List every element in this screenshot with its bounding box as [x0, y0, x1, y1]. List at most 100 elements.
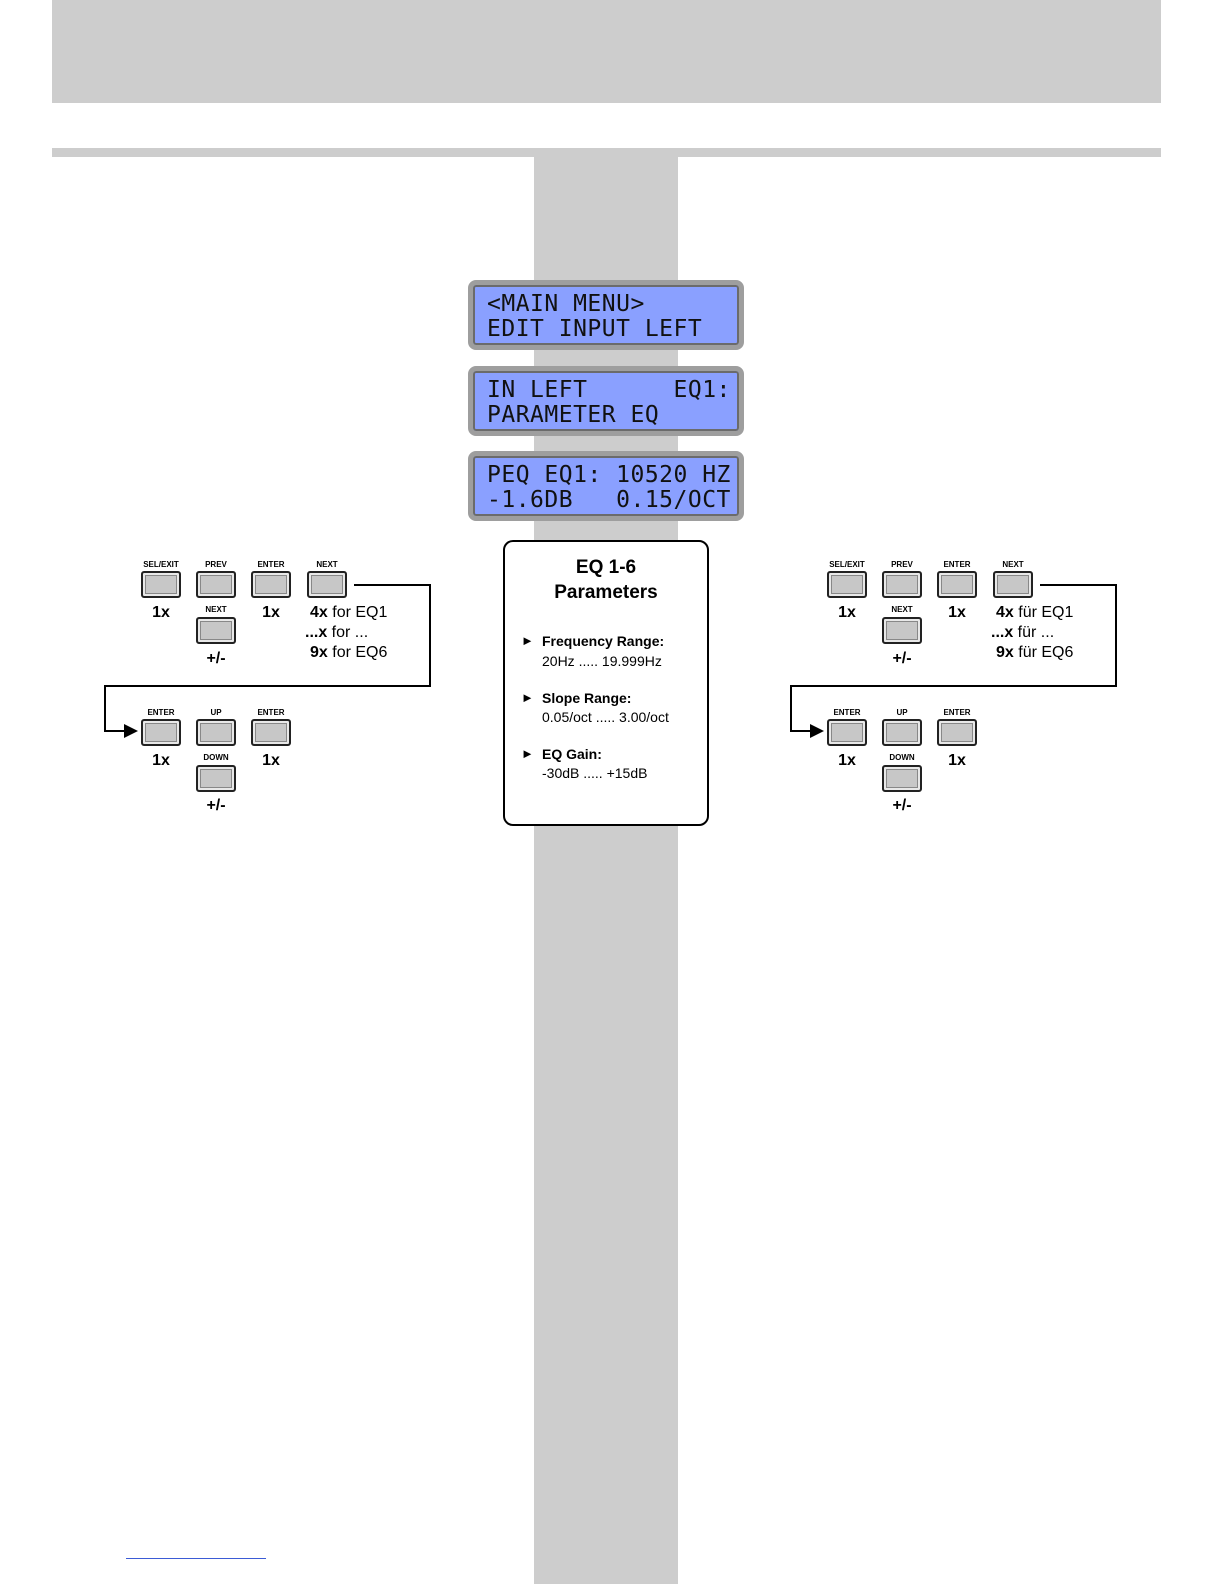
- down-label: DOWN: [889, 753, 915, 762]
- enter-count: 1x: [948, 604, 966, 621]
- enter-count: 1x: [262, 604, 280, 621]
- next-button[interactable]: [307, 571, 347, 598]
- arrow-right-icon: [810, 724, 824, 738]
- lcd-line-2: PARAMETER EQ: [487, 402, 660, 428]
- enter-button[interactable]: [937, 571, 977, 598]
- step-eq6: 9x for EQ6: [310, 644, 387, 662]
- connector-line: [104, 730, 126, 732]
- eq-gain-value: -30dB ..... +15dB: [542, 765, 648, 781]
- bullet-arrow-icon: ►: [521, 746, 534, 761]
- prev-label: PREV: [891, 560, 913, 569]
- enter-count: 1x: [948, 752, 966, 769]
- enter-button[interactable]: [251, 719, 291, 746]
- lcd-line-2: -1.6DB 0.15/OCT: [487, 487, 731, 513]
- connector-line: [429, 584, 431, 687]
- lcd-in-left: IN LEFT EQ1: PARAMETER EQ: [468, 366, 744, 436]
- next-label-2: NEXT: [205, 605, 227, 614]
- lcd-line-1: IN LEFT EQ1:: [487, 377, 731, 403]
- enter-button[interactable]: [937, 719, 977, 746]
- next-label-2: NEXT: [891, 605, 913, 614]
- connector-line: [354, 584, 430, 586]
- eq-gain-label: EQ Gain:: [542, 746, 602, 762]
- footer-link-underline: [126, 1558, 266, 1559]
- step-text: für ...: [1013, 624, 1055, 641]
- step-eq6: 9x für EQ6: [996, 644, 1073, 662]
- sel-exit-button[interactable]: [827, 571, 867, 598]
- slope-range-value: 0.05/oct ..... 3.00/oct: [542, 709, 669, 725]
- prev-button[interactable]: [882, 571, 922, 598]
- step-count: 4x: [310, 604, 328, 621]
- sel-exit-button[interactable]: [141, 571, 181, 598]
- up-label: UP: [896, 708, 908, 717]
- bullet-arrow-icon: ►: [521, 690, 534, 705]
- next-button[interactable]: [993, 571, 1033, 598]
- up-down-plus-minus: +/-: [892, 797, 912, 814]
- enter-label: ENTER: [943, 560, 971, 569]
- up-label: UP: [210, 708, 222, 717]
- connector-line: [1040, 584, 1116, 586]
- arrow-right-icon: [124, 724, 138, 738]
- connector-line: [790, 685, 1117, 687]
- next-label: NEXT: [1002, 560, 1024, 569]
- enter-label: ENTER: [257, 560, 285, 569]
- lcd-main-menu: <MAIN MENU> EDIT INPUT LEFT: [468, 280, 744, 350]
- next-plus-minus: +/-: [892, 650, 912, 667]
- frequency-range-label: Frequency Range:: [542, 633, 665, 649]
- button-sequence-german: SEL/EXIT PREV ENTER NEXT 1x NEXT 1x +/- …: [686, 0, 1224, 830]
- prev-label: PREV: [205, 560, 227, 569]
- step-eq1: 4x für EQ1: [996, 604, 1073, 622]
- down-button[interactable]: [882, 765, 922, 792]
- down-button[interactable]: [196, 765, 236, 792]
- sel-exit-count: 1x: [838, 604, 856, 621]
- step-count: ...x: [305, 624, 328, 641]
- sel-exit-label: SEL/EXIT: [829, 560, 865, 569]
- enter-label: ENTER: [257, 708, 285, 717]
- bullet-arrow-icon: ►: [521, 633, 534, 648]
- enter-button[interactable]: [141, 719, 181, 746]
- enter-count: 1x: [152, 752, 170, 769]
- parameters-title-line-1: EQ 1-6: [575, 557, 637, 578]
- down-label: DOWN: [203, 753, 229, 762]
- step-count: ...x: [991, 624, 1014, 641]
- next-button-2[interactable]: [882, 617, 922, 644]
- connector-line: [1115, 584, 1117, 687]
- enter-button[interactable]: [827, 719, 867, 746]
- header-rule: [52, 148, 1161, 157]
- connector-line: [790, 685, 792, 732]
- step-count: 9x: [996, 644, 1014, 661]
- lcd-line-2: EDIT INPUT LEFT: [487, 316, 703, 342]
- next-label: NEXT: [316, 560, 338, 569]
- button-sequence-english: SEL/EXIT PREV ENTER NEXT 1x NEXT 1x +/- …: [0, 0, 612, 830]
- enter-count: 1x: [838, 752, 856, 769]
- lcd-line-1: <MAIN MENU>: [487, 291, 645, 317]
- connector-line: [104, 685, 431, 687]
- enter-label: ENTER: [147, 708, 175, 717]
- eq-parameters-box: EQ 1-6 Parameters ► Frequency Range: 20H…: [503, 540, 709, 826]
- step-text: für EQ1: [1013, 604, 1074, 621]
- enter-count: 1x: [262, 752, 280, 769]
- up-button[interactable]: [882, 719, 922, 746]
- slope-range-label: Slope Range:: [542, 690, 632, 706]
- step-text: for ...: [327, 624, 369, 641]
- next-button-2[interactable]: [196, 617, 236, 644]
- sel-exit-label: SEL/EXIT: [143, 560, 179, 569]
- lcd-peq-eq1: PEQ EQ1: 10520 HZ -1.6DB 0.15/OCT: [468, 451, 744, 521]
- step-eq1: 4x for EQ1: [310, 604, 387, 622]
- step-text: für EQ6: [1013, 644, 1074, 661]
- step-count: 9x: [310, 644, 328, 661]
- step-eq-n: ...x für ...: [991, 624, 1054, 642]
- frequency-range-value: 20Hz ..... 19.999Hz: [542, 653, 662, 669]
- next-plus-minus: +/-: [206, 650, 226, 667]
- connector-line: [790, 730, 812, 732]
- step-text: for EQ6: [327, 644, 388, 661]
- enter-label: ENTER: [943, 708, 971, 717]
- enter-button[interactable]: [251, 571, 291, 598]
- lcd-line-1: PEQ EQ1: 10520 HZ: [487, 462, 731, 488]
- connector-line: [104, 685, 106, 732]
- header-band: [52, 0, 1161, 103]
- enter-label: ENTER: [833, 708, 861, 717]
- up-button[interactable]: [196, 719, 236, 746]
- up-down-plus-minus: +/-: [206, 797, 226, 814]
- prev-button[interactable]: [196, 571, 236, 598]
- step-text: for EQ1: [327, 604, 388, 621]
